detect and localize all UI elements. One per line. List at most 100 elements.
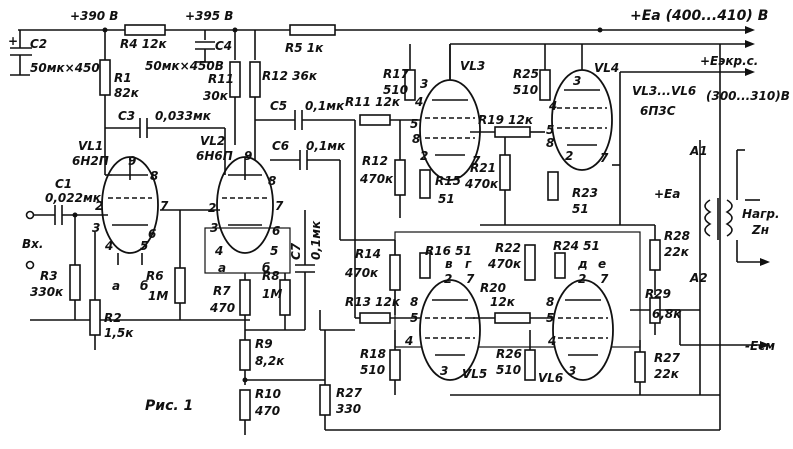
tube-vl1: 9 8 2 7 3 4 5 6 а б VL1 6Н2П bbox=[72, 139, 169, 293]
r5-label: R5 1к bbox=[285, 41, 324, 55]
r9-label: R9 bbox=[255, 337, 273, 351]
plate-wires bbox=[450, 44, 721, 430]
vl5-pin7: 7 bbox=[466, 272, 475, 286]
r22-label: R22 bbox=[495, 241, 521, 255]
potentiometer-r29: R29 6,8к -Eсм bbox=[645, 287, 775, 353]
r9-value: 8,2к bbox=[255, 354, 285, 368]
r28-value: 22к bbox=[664, 245, 690, 259]
r11a-label: R11 bbox=[208, 72, 234, 86]
vl4-label: VL4 bbox=[594, 61, 619, 75]
resistor-r23: R23 51 bbox=[547, 171, 598, 216]
tube-vl5: 8 5 4 3 VL5 2 7 bbox=[404, 272, 487, 381]
r22-value: 470к bbox=[487, 257, 522, 271]
vl2-heater-b: б bbox=[262, 261, 270, 275]
resistor-r10: R10 470 bbox=[239, 377, 325, 435]
vl1-label: VL1 bbox=[78, 139, 103, 153]
c6-value: 0,1мк bbox=[306, 139, 346, 153]
resistor-r16: R16 51 в г bbox=[419, 244, 472, 279]
vl5-pin8: 8 bbox=[410, 295, 418, 309]
r19-label: R19 12к bbox=[478, 113, 534, 127]
vl6-pin5: 5 bbox=[546, 311, 554, 325]
vl5-heater-v: в bbox=[445, 257, 453, 271]
r6-label: R6 bbox=[146, 269, 164, 283]
vl3-pin2: 2 bbox=[420, 149, 428, 163]
r18-label: R18 bbox=[360, 347, 386, 361]
vl1-pin3: 3 bbox=[92, 221, 100, 235]
resistor-r27: R27 22к bbox=[634, 340, 681, 395]
resistor-r27b: R27 330 bbox=[319, 330, 720, 431]
tube-vl4: 3 VL4 4 5 8 2 7 bbox=[546, 44, 619, 171]
r24-label: R24 51 bbox=[553, 239, 600, 253]
vl4-pin8: 8 bbox=[546, 136, 554, 150]
resistor-r18: R18 510 bbox=[360, 330, 401, 395]
vl1-type: 6Н2П bbox=[72, 154, 109, 168]
r2-value: 1,5к bbox=[104, 326, 134, 340]
resistor-r20: R20 12к bbox=[470, 281, 555, 324]
figure-caption: Рис. 1 bbox=[145, 398, 193, 414]
resistor-r19: R19 12к bbox=[449, 44, 545, 138]
rail-escreen-label: +Eэкр.с. bbox=[700, 54, 758, 68]
vl2-pin2: 2 bbox=[208, 201, 216, 215]
capacitor-c6: C6 0,1мк bbox=[270, 139, 395, 241]
r13-label: R13 12к bbox=[345, 295, 401, 309]
vl2-pin6: 6 bbox=[272, 224, 280, 238]
tube-group-label: VL3...VL6 bbox=[632, 84, 696, 98]
resistor-r6: R6 1М bbox=[146, 209, 186, 320]
r15-value: 51 bbox=[438, 192, 455, 206]
resistor-r8: R8 1М bbox=[245, 269, 305, 331]
output-transformer: A1 A2 +Eа Нагр. Zн bbox=[654, 144, 780, 285]
r3-label: R3 bbox=[40, 269, 58, 283]
r10-label: R10 bbox=[255, 387, 281, 401]
r12-value: 470к bbox=[359, 172, 394, 186]
resistor-r12: R12 470к bbox=[354, 120, 406, 218]
vl4-pin2: 2 bbox=[565, 149, 573, 163]
vl4-pin4: 4 bbox=[548, 99, 557, 113]
c6-label: C6 bbox=[272, 139, 289, 153]
vl2-pin4: 4 bbox=[214, 244, 223, 258]
vl6-pin2: 2 bbox=[578, 272, 586, 286]
vl3-pin5: 5 bbox=[410, 117, 418, 131]
tube-vl3: 3 VL3 4 5 8 2 7 bbox=[410, 59, 485, 181]
capacitor-c3: C3 0,033мк bbox=[105, 109, 225, 138]
vl3-pin7: 7 bbox=[472, 154, 481, 168]
vl1-heater-b: б bbox=[140, 279, 148, 293]
a1-label: A1 bbox=[689, 144, 708, 158]
r16-label: R16 51 bbox=[425, 244, 472, 258]
vl6-label: VL6 bbox=[538, 371, 563, 385]
c3-value: 0,033мк bbox=[155, 109, 212, 123]
r4-label: R4 12к bbox=[120, 37, 167, 51]
vl6-pin4: 4 bbox=[547, 334, 556, 348]
r2-label: R2 bbox=[104, 311, 122, 325]
c3-label: C3 bbox=[118, 109, 135, 123]
resistor-r4: R4 12к bbox=[120, 24, 167, 51]
resistor-r14: R14 470к bbox=[344, 240, 401, 315]
r18-value: 510 bbox=[360, 363, 385, 377]
vl5-heater-g: г bbox=[465, 257, 472, 271]
r6-value: 1М bbox=[148, 289, 168, 303]
c5-label: C5 bbox=[270, 99, 287, 113]
resistor-r5: R5 1к bbox=[285, 24, 336, 55]
r1-value: 82к bbox=[114, 86, 140, 100]
vl2-label: VL2 bbox=[200, 134, 225, 148]
vl1-pin6: 6 bbox=[148, 227, 156, 241]
vl4-pin7: 7 bbox=[600, 151, 609, 165]
r21-label: R21 bbox=[470, 161, 496, 175]
r1-label: R1 bbox=[114, 71, 132, 85]
c7-label: C7 bbox=[289, 242, 303, 260]
vl1-pin7: 7 bbox=[160, 199, 169, 213]
c1-value: 0,022мк bbox=[45, 191, 102, 205]
svg-text:+: + bbox=[8, 34, 18, 48]
r26-value: 510 bbox=[496, 363, 521, 377]
r20-value: 12к bbox=[490, 295, 516, 309]
r17-label: R17 bbox=[383, 67, 410, 81]
vl5-pin5: 5 bbox=[410, 311, 418, 325]
resistor-r13: R13 12к bbox=[345, 215, 420, 324]
r27-label: R27 bbox=[654, 351, 681, 365]
r27b-value: 330 bbox=[336, 402, 361, 416]
input-label: Вх. bbox=[22, 237, 43, 251]
resistor-r11a: R11 30к bbox=[203, 30, 241, 145]
vl5-label: VL5 bbox=[462, 367, 487, 381]
resistor-r3: R3 330к bbox=[30, 215, 250, 321]
tube-vl2: 9 8 2 7 3 4 5 6 а б bbox=[204, 149, 291, 275]
